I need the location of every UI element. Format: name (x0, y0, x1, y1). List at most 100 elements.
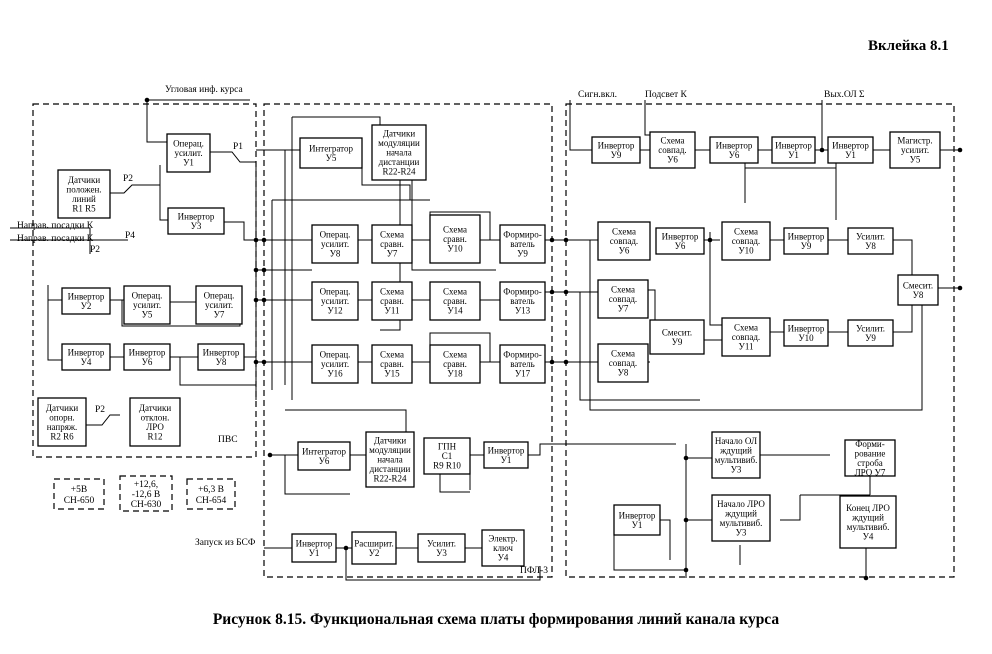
block-label: Инвертор (788, 323, 825, 333)
block-pvs-amp-u1: Операц.усилит.У1 (166, 133, 211, 173)
power-5v: +5В СН-650 (53, 478, 105, 510)
block-label: сравн. (443, 234, 467, 244)
block-r-amp-u9: Усилит.У9 (847, 319, 894, 347)
switch-p2a: P2 (123, 174, 133, 184)
block-label: ждущий (851, 512, 884, 522)
block-label: положен. (66, 184, 101, 194)
block-label: У8 (330, 249, 341, 259)
block-label: У4 (863, 531, 874, 541)
block-label: R22-R24 (382, 167, 416, 177)
block-pfl-expander-u2: Расширит.У2 (351, 531, 397, 565)
block-label: мультивиб. (720, 518, 763, 528)
block-label: отклон. (141, 412, 170, 422)
block-label: усилит. (321, 239, 349, 249)
block-label: У1 (183, 158, 194, 168)
block-label: У1 (845, 150, 856, 160)
block-label: У7 (618, 304, 629, 314)
block-label: Формиро- (503, 230, 541, 240)
junctions (144, 97, 963, 581)
block-label: У13 (515, 306, 531, 316)
block-label: У1 (309, 548, 320, 558)
block-label: У10 (738, 246, 754, 256)
block-label: У3 (736, 527, 747, 537)
block-label: ГПН (438, 442, 457, 452)
block-label: У6 (675, 241, 686, 251)
block-label: Операц. (320, 287, 351, 297)
svg-text:+5В: +5В (71, 485, 87, 495)
block-label: совпад. (609, 358, 637, 368)
block-label: совпад. (732, 236, 760, 246)
block-label: ключ (493, 543, 513, 553)
block-label: сравн. (380, 239, 404, 249)
block-label: дистанции (379, 157, 420, 167)
block-label: У15 (384, 369, 400, 379)
block-label: Расширит. (354, 538, 394, 548)
switch-p2b: P2 (90, 245, 100, 255)
block-label: Схема (734, 227, 758, 237)
block-pfl-amp-u16: Операц.усилит.У16 (311, 344, 359, 384)
block-label: У2 (369, 548, 380, 558)
block-label: У8 (865, 241, 876, 251)
block-label: Интегратор (302, 446, 347, 456)
block-label: Магистр. (897, 136, 932, 146)
block-label: модуляции (378, 138, 420, 148)
block-label: ватель (510, 296, 534, 306)
block-label: Схема (611, 285, 635, 295)
block-label: У11 (384, 306, 399, 316)
block-label: Операц. (132, 291, 163, 301)
block-label: У1 (501, 455, 512, 465)
block-label: Операц. (320, 350, 351, 360)
block-label: Схема (380, 287, 404, 297)
block-label: У1 (788, 150, 799, 160)
block-label: Датчики (383, 129, 416, 139)
block-label: модуляции (369, 445, 411, 455)
backlight-signal: Подсвет К (645, 90, 688, 100)
switch-p1: P1 (233, 142, 243, 152)
block-label: R22-R24 (373, 474, 407, 484)
block-label: Датчики (46, 403, 79, 413)
block-label: ватель (510, 359, 534, 369)
block-label: У7 (214, 310, 225, 320)
svg-text:СН-630: СН-630 (131, 500, 162, 510)
block-label: Интегратор (309, 143, 354, 153)
block-label: У11 (738, 342, 753, 352)
block-label: У9 (517, 249, 528, 259)
block-label: У6 (319, 456, 330, 466)
angle-info-signal: Угловая инф. курса (165, 84, 244, 95)
landing-direction-2: Направ. посадки К (17, 234, 94, 244)
block-label: Начало ЛРО (717, 499, 765, 509)
block-label: Инвертор (129, 347, 166, 357)
pvs-region (32, 103, 257, 458)
switch-p2c: P2 (95, 405, 105, 415)
block-label: У16 (327, 369, 343, 379)
block-label: Инвертор (598, 140, 635, 150)
block-label: У18 (447, 369, 463, 379)
block-label: усилит. (321, 359, 349, 369)
block-label: Схема (611, 349, 635, 359)
block-r-mixer-u8: Смесит.У8 (897, 274, 939, 306)
svg-text:+6,3 В: +6,3 В (198, 485, 224, 495)
block-label: Инвертор (68, 291, 105, 301)
